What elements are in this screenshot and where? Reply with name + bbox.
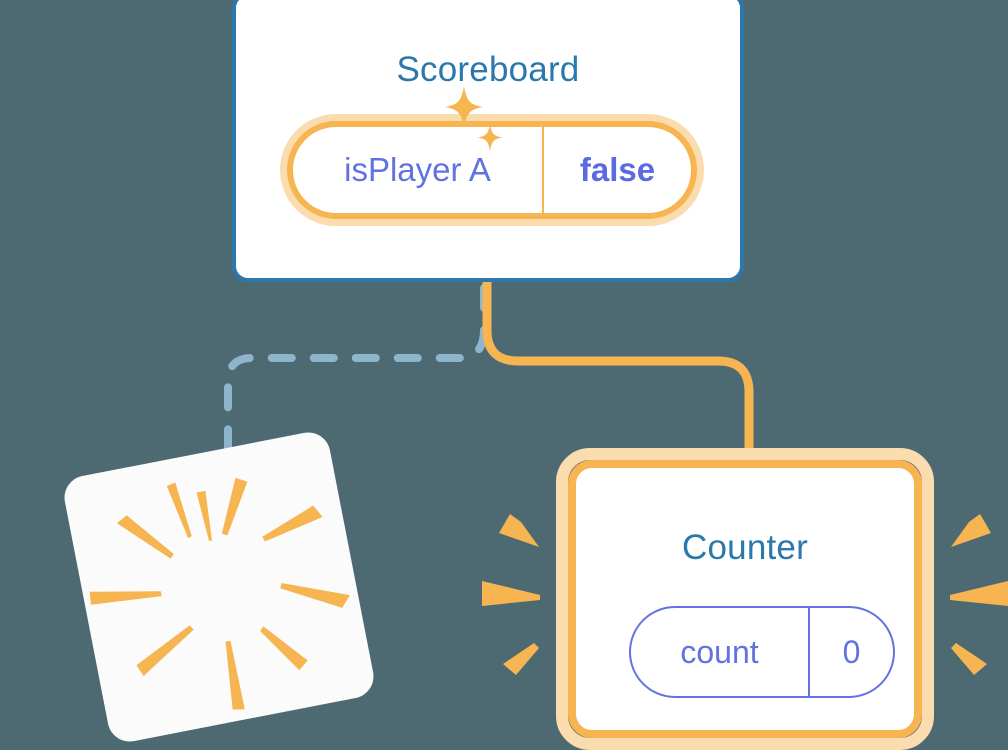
ray-icon [116, 515, 174, 559]
ray-icon [260, 626, 308, 671]
counter-title: Counter [682, 528, 808, 567]
burst-card[interactable] [60, 428, 378, 746]
radial-burst-icon [89, 477, 350, 710]
ray-icon [89, 591, 162, 605]
counter-pill-value: 0 [842, 633, 861, 670]
scoreboard-pill-value: false [579, 151, 656, 188]
pill-body[interactable]: isPlayer A false [287, 121, 697, 219]
connector-scoreboard-to-counter [482, 282, 754, 470]
ray-icon [280, 583, 350, 608]
ray-icon [225, 640, 245, 710]
ray-icon [166, 482, 192, 538]
counter-card[interactable]: Counter count 0 [556, 448, 934, 750]
scoreboard-pill-key: isPlayer A [293, 127, 544, 213]
counter-card-inner: Counter count 0 [568, 460, 922, 738]
scoreboard-state-pill[interactable]: isPlayer A false [280, 114, 704, 226]
ray-icon [262, 505, 323, 542]
ray-icon [221, 477, 248, 536]
counter-state-pill[interactable]: count 0 [629, 606, 895, 698]
scoreboard-title: Scoreboard [396, 50, 580, 89]
counter-pill-key: count [631, 608, 810, 696]
scoreboard-card[interactable]: Scoreboard isPlayer A false [232, 0, 744, 282]
ray-icon [196, 490, 212, 542]
ray-icon [136, 625, 194, 677]
connector-scoreboard-to-burst [224, 284, 488, 474]
